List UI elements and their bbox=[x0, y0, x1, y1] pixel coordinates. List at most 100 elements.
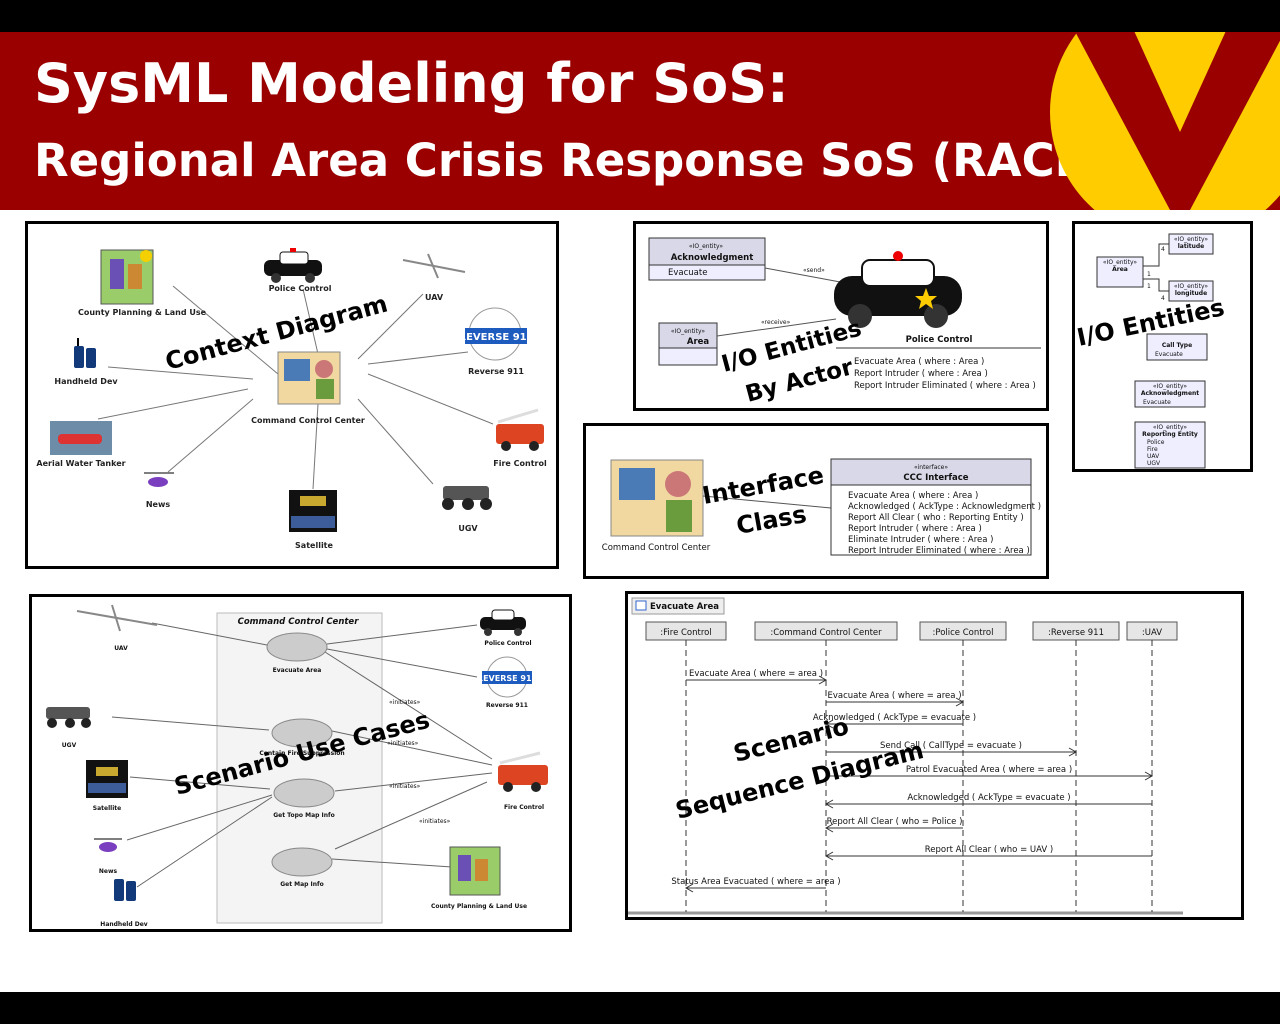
svg-text::UAV: :UAV bbox=[1142, 628, 1162, 638]
actor-uav: UAV bbox=[114, 645, 128, 652]
interface-overlay-label-2: Class bbox=[734, 500, 808, 540]
svg-text:«receive»: «receive» bbox=[761, 319, 791, 326]
svg-text:«interface»: «interface» bbox=[914, 464, 948, 471]
news-helicopter-icon bbox=[94, 838, 122, 852]
ack-entity: Acknowledgment bbox=[671, 253, 754, 263]
handheld-device-icon bbox=[114, 879, 136, 901]
ugv-icon bbox=[46, 707, 91, 728]
ugv-icon bbox=[442, 486, 492, 510]
svg-text:Patrol Evacuated Area ( where: Patrol Evacuated Area ( where = area ) bbox=[906, 765, 1072, 775]
aerial-water-tanker-icon bbox=[50, 421, 112, 455]
io-entities-by-actor-panel: «IO_entity» Acknowledgment Evacuate «IO_… bbox=[633, 221, 1049, 411]
actor-handheld-dev: Handheld Dev bbox=[100, 921, 147, 928]
lifeline-0: :Fire Control bbox=[645, 621, 727, 912]
v-logo-icon bbox=[1050, 32, 1280, 210]
node-reverse-911: Reverse 911 bbox=[468, 367, 524, 376]
node-county-planning: County Planning & Land Use bbox=[78, 308, 207, 317]
node-aerial-water-tanker: Aerial Water Tanker bbox=[36, 459, 125, 468]
actor-fire-control: Fire Control bbox=[504, 804, 544, 811]
svg-text:REVERSE 911: REVERSE 911 bbox=[477, 674, 538, 683]
interface-class-panel: Command Control Center «interface» CCC I… bbox=[583, 423, 1049, 579]
svg-text:Evacuate: Evacuate bbox=[668, 268, 707, 278]
sequence-frame-title: Evacuate Area bbox=[650, 602, 719, 612]
longitude-entity: longitude bbox=[1175, 290, 1207, 297]
svg-text:Report Intruder Eliminated ( w: Report Intruder Eliminated ( where : Are… bbox=[854, 381, 1036, 391]
svg-text:«IO_entity»: «IO_entity» bbox=[1153, 383, 1187, 390]
io-entities-panel: «IO_entity» Area «IO_entity» latitude «I… bbox=[1072, 221, 1253, 472]
svg-text:Evacuate Area ( where = area ): Evacuate Area ( where = area ) bbox=[689, 669, 823, 679]
lifeline-4: :UAV bbox=[1126, 621, 1178, 912]
scenario-use-cases-panel: Command Control Center Evacuate Area Con… bbox=[29, 594, 572, 932]
message-6: Report All Clear ( who = Police ) bbox=[824, 817, 963, 833]
svg-text::Fire Control: :Fire Control bbox=[660, 628, 711, 638]
svg-text:UAV: UAV bbox=[1147, 453, 1160, 460]
title-banner: SysML Modeling for SoS: Regional Area Cr… bbox=[0, 32, 1280, 210]
police-car-icon bbox=[264, 248, 322, 283]
police-control-actor: Police Control bbox=[906, 335, 973, 345]
use-case-get-map-info: Get Map Info bbox=[280, 881, 324, 888]
svg-text:«IO_entity»: «IO_entity» bbox=[1174, 236, 1208, 243]
message-7: Report All Clear ( who = UAV ) bbox=[824, 845, 1152, 861]
uav-icon bbox=[76, 604, 158, 632]
svg-text:«IO_entity»: «IO_entity» bbox=[1103, 259, 1137, 266]
reverse-911-badge-icon: REVERSE 911 bbox=[458, 307, 534, 361]
svg-text:«IO_entity»: «IO_entity» bbox=[1153, 424, 1187, 431]
actor-police-control: Police Control bbox=[484, 640, 531, 647]
area-entity: Area bbox=[1112, 266, 1128, 273]
call-type-entity: Call Type bbox=[1162, 342, 1192, 349]
svg-text:«IO_entity»: «IO_entity» bbox=[671, 328, 705, 335]
area-entity: Area bbox=[687, 337, 710, 347]
svg-text:Report Intruder Eliminated ( w: Report Intruder Eliminated ( where : Are… bbox=[848, 546, 1030, 556]
police-car-icon bbox=[480, 609, 526, 636]
fire-truck-icon bbox=[498, 751, 548, 792]
svg-text:Send Call ( CallType = evacuat: Send Call ( CallType = evacuate ) bbox=[880, 741, 1022, 751]
satellite-icon bbox=[86, 760, 128, 798]
node-ugv: UGV bbox=[458, 524, 478, 533]
context-diagram-panel: County Planning & Land Use Police Contro… bbox=[25, 221, 559, 569]
message-5: Acknowledged ( AckType = evacuate ) bbox=[824, 793, 1152, 809]
latitude-entity: latitude bbox=[1178, 243, 1205, 250]
context-diagram-overlay-label: Context Diagram bbox=[162, 290, 390, 376]
svg-text:«send»: «send» bbox=[803, 267, 825, 274]
scenario-sequence-panel: Evacuate Area :Fire Control:Command Cont… bbox=[625, 591, 1244, 920]
actor-reverse-911: Reverse 911 bbox=[486, 702, 528, 709]
svg-text:Evacuate: Evacuate bbox=[1155, 351, 1183, 358]
node-news: News bbox=[146, 500, 171, 509]
svg-text:«initiates»: «initiates» bbox=[389, 699, 421, 706]
actor-county-planning: County Planning & Land Use bbox=[431, 903, 527, 910]
handheld-device-icon bbox=[74, 338, 96, 368]
message-8: Status Area Evacuated ( where = area ) bbox=[671, 877, 841, 893]
svg-text::Reverse 911: :Reverse 911 bbox=[1048, 628, 1104, 638]
svg-text:REVERSE 911: REVERSE 911 bbox=[458, 332, 533, 343]
svg-text:Report Intruder ( where : Area: Report Intruder ( where : Area ) bbox=[854, 369, 988, 379]
svg-text:Acknowledged ( AckType = evacu: Acknowledged ( AckType = evacuate ) bbox=[907, 793, 1070, 803]
svg-text:Report All Clear ( who = UAV ): Report All Clear ( who = UAV ) bbox=[925, 845, 1053, 855]
top-black-bar bbox=[0, 0, 1280, 32]
actor-satellite: Satellite bbox=[93, 805, 121, 812]
svg-text:«IO_entity»: «IO_entity» bbox=[689, 243, 723, 250]
svg-text:UGV: UGV bbox=[1147, 460, 1161, 467]
fire-truck-icon bbox=[496, 408, 544, 451]
ccc-actor-label: Command Control Center bbox=[602, 543, 711, 553]
svg-text:1: 1 bbox=[1147, 271, 1151, 278]
node-fire-control: Fire Control bbox=[493, 459, 547, 468]
message-3: Send Call ( CallType = evacuate ) bbox=[826, 741, 1078, 757]
message-1: Evacuate Area ( where = area ) bbox=[826, 691, 965, 707]
county-planning-icon bbox=[100, 249, 154, 305]
uav-icon bbox=[402, 253, 466, 279]
use-case-evacuate-area: Evacuate Area bbox=[273, 667, 322, 674]
svg-text:«IO_entity»: «IO_entity» bbox=[1174, 283, 1208, 290]
svg-text:Eliminate Intruder ( where : A: Eliminate Intruder ( where : Area ) bbox=[848, 535, 994, 545]
county-planning-icon bbox=[449, 846, 501, 896]
svg-text:«initiates»: «initiates» bbox=[419, 818, 451, 825]
use-case-contain-fire: Contain Fire/Suppression bbox=[259, 750, 344, 757]
svg-text:Report All Clear ( who = Polic: Report All Clear ( who = Police ) bbox=[827, 817, 963, 827]
svg-text:Evacuate Area ( where : Area ): Evacuate Area ( where : Area ) bbox=[848, 491, 978, 501]
svg-text:Report Intruder ( where : Area: Report Intruder ( where : Area ) bbox=[848, 524, 982, 534]
slide-title: SysML Modeling for SoS: bbox=[34, 52, 789, 115]
svg-text:Status Area Evacuated ( where: Status Area Evacuated ( where = area ) bbox=[671, 877, 840, 887]
svg-text:Report All Clear ( who : Repor: Report All Clear ( who : Reporting Entit… bbox=[848, 513, 1024, 523]
reverse-911-badge-icon: REVERSE 911 bbox=[477, 656, 538, 698]
acknowledgment-entity: Acknowledgment bbox=[1141, 390, 1199, 397]
